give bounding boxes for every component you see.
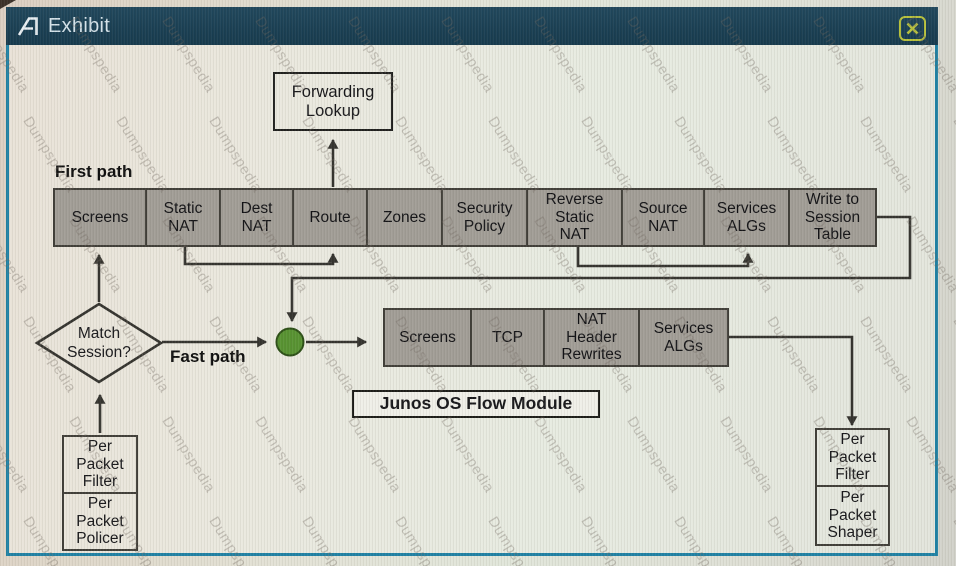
junos-flow-module-label: Junos OS Flow Module bbox=[379, 393, 573, 414]
ingress-per-packet-policer: Per Packet Policer bbox=[62, 492, 138, 551]
flow-box-label: Services ALGs bbox=[653, 320, 714, 355]
close-button[interactable] bbox=[899, 16, 926, 41]
flow-box-label: Static NAT bbox=[163, 200, 203, 235]
fast-path-box-tcp: TCP bbox=[470, 308, 545, 367]
first-path-box-dest-nat: Dest NAT bbox=[219, 188, 294, 247]
app-logo-icon bbox=[17, 16, 38, 36]
junos-flow-module-box: Junos OS Flow Module bbox=[352, 390, 600, 418]
forwarding-lookup-box: Forwarding Lookup bbox=[273, 72, 393, 131]
flow-box-label: TCP bbox=[492, 328, 523, 346]
first-path-box-static-nat: Static NAT bbox=[145, 188, 221, 247]
flow-box-label: Services ALGs bbox=[716, 200, 777, 235]
fast-path-row: Screens TCP NAT Header Rewrites Services AL… bbox=[383, 308, 729, 367]
flow-box-label: Reverse Static NAT bbox=[545, 191, 604, 244]
match-session-diamond bbox=[34, 302, 164, 384]
flow-box-label: Security Policy bbox=[456, 200, 513, 235]
forwarding-lookup-label: Forwarding Lookup bbox=[291, 83, 375, 120]
first-path-box-route: Route bbox=[292, 188, 368, 247]
egress-per-packet-filter: Per Packet Filter bbox=[815, 428, 890, 487]
first-path-row: Screens Static NAT Dest NAT Route Zones Secur… bbox=[53, 188, 877, 247]
first-path-box-screens: Screens bbox=[53, 188, 147, 247]
flow-box-label: Zones bbox=[382, 208, 427, 226]
first-path-box-services-algs: Services ALGs bbox=[703, 188, 790, 247]
first-path-label: First path bbox=[55, 162, 133, 181]
flow-box-label: Screens bbox=[71, 208, 129, 226]
exhibit-window: Exhibit bbox=[6, 7, 938, 556]
arrow-fastrow-to-egress bbox=[729, 335, 858, 427]
arrow-reversenat-loop bbox=[576, 246, 754, 268]
fast-path-label: Fast path bbox=[170, 347, 246, 366]
flow-box-label: Source NAT bbox=[638, 200, 688, 235]
first-path-box-write-to-session-table: Write to Session Table bbox=[788, 188, 877, 247]
fast-path-box-screens: Screens bbox=[383, 308, 472, 367]
stack-box-label: Per Packet Filter bbox=[76, 438, 124, 491]
match-session-label: Match Session? bbox=[67, 325, 131, 362]
stack-box-label: Per Packet Shaper bbox=[827, 489, 878, 542]
flow-box-label: Dest NAT bbox=[240, 200, 273, 235]
flow-box-label: Route bbox=[309, 208, 351, 226]
first-path-box-security-policy: Security Policy bbox=[441, 188, 528, 247]
window-titlebar: Exhibit bbox=[6, 7, 938, 45]
egress-per-packet-shaper: Per Packet Shaper bbox=[815, 485, 890, 546]
flow-box-label: Screens bbox=[399, 328, 456, 346]
fast-path-box-nat-header-rewrites: NAT Header Rewrites bbox=[543, 308, 640, 367]
first-path-box-reverse-static-nat: Reverse Static NAT bbox=[526, 188, 623, 247]
close-icon bbox=[906, 22, 919, 35]
arrow-session-to-fastpath bbox=[286, 215, 912, 323]
window-title: Exhibit bbox=[48, 14, 111, 37]
flow-box-label: NAT Header Rewrites bbox=[561, 311, 622, 364]
ingress-per-packet-filter: Per Packet Filter bbox=[62, 435, 138, 494]
arrow-staticnat-loop bbox=[183, 246, 339, 266]
first-path-box-zones: Zones bbox=[366, 188, 443, 247]
fastpath-entry-node bbox=[275, 327, 305, 357]
photo-corner-artifact bbox=[0, 0, 16, 9]
flow-box-label: Write to Session Table bbox=[804, 191, 861, 244]
fast-path-box-services-algs: Services ALGs bbox=[638, 308, 729, 367]
stack-box-label: Per Packet Filter bbox=[828, 431, 877, 484]
first-path-box-source-nat: Source NAT bbox=[621, 188, 705, 247]
stack-box-label: Per Packet Policer bbox=[76, 495, 124, 548]
